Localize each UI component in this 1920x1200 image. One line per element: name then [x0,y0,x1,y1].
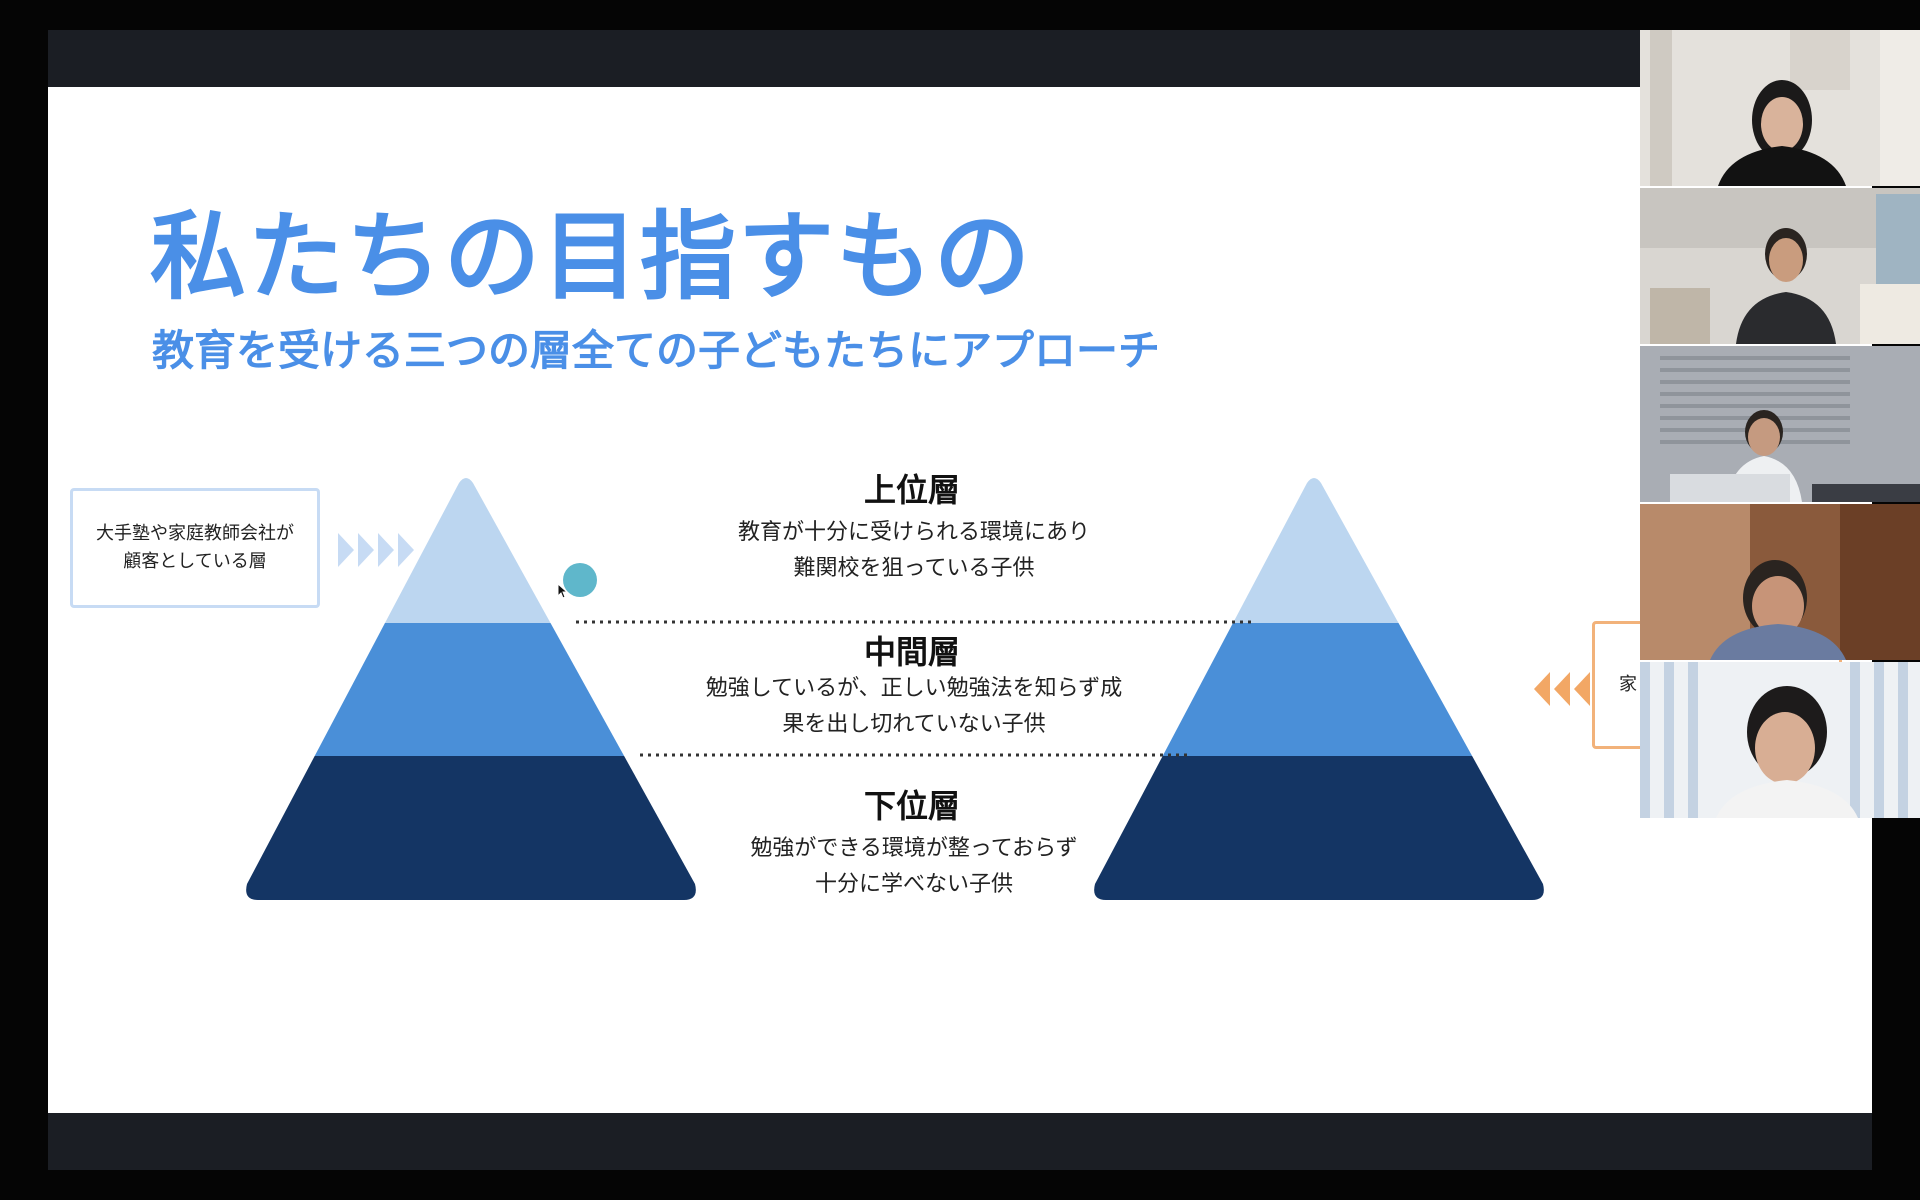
mouse-cursor-icon [557,583,569,599]
layer-title-top: 上位層 [863,471,960,509]
participant-video-icon [1640,662,1920,818]
pyramid-diagrams [246,478,1610,900]
right-pyramid-bottom-layer [1094,756,1544,900]
layer-desc-middle: 勉強しているが、正しい勉強法を知らず成 果を出し切れていない子供 [705,676,1123,737]
participant-video-icon [1640,188,1920,344]
participant-tile[interactable] [1640,188,1920,344]
layer-title-bottom: 下位層 [863,787,960,825]
slide-subtitle: 教育を受ける三つの層全ての子どもたちにアプローチ [152,326,1161,375]
callout-left-text: 大手塾や家庭教師会社が 顧客としている層 [96,523,294,572]
participant-tile[interactable] [1640,504,1920,660]
callout-right-text: 家 [1619,674,1637,695]
share-bottom-bar [48,1113,1872,1170]
layer-desc-top: 教育が十分に受けられる環境にあり 難関校を狙っている子供 [737,520,1090,581]
participant-video-icon [1640,30,1920,186]
slide-title: 私たちの目指すもの [150,201,1032,313]
laser-pointer-dot [563,563,597,597]
left-pyramid-bottom-layer [246,756,696,900]
participant-video-strip [1640,30,1920,820]
left-arrows-icon [338,533,414,567]
shared-slide: 私たちの目指すもの 教育を受ける三つの層全ての子どもたちにアプローチ 大手塾や家… [48,87,1872,1113]
participant-tile[interactable] [1640,30,1920,186]
share-top-bar [48,30,1872,87]
callout-left: 大手塾や家庭教師会社が 顧客としている層 [70,488,320,608]
participant-video-icon [1640,346,1920,502]
participant-video-icon [1640,504,1920,660]
layer-title-middle: 中間層 [863,633,960,671]
participant-tile[interactable] [1640,662,1920,818]
layer-desc-bottom: 勉強ができる環境が整っておらず 十分に学べない子供 [750,836,1078,897]
participant-tile[interactable] [1640,346,1920,502]
